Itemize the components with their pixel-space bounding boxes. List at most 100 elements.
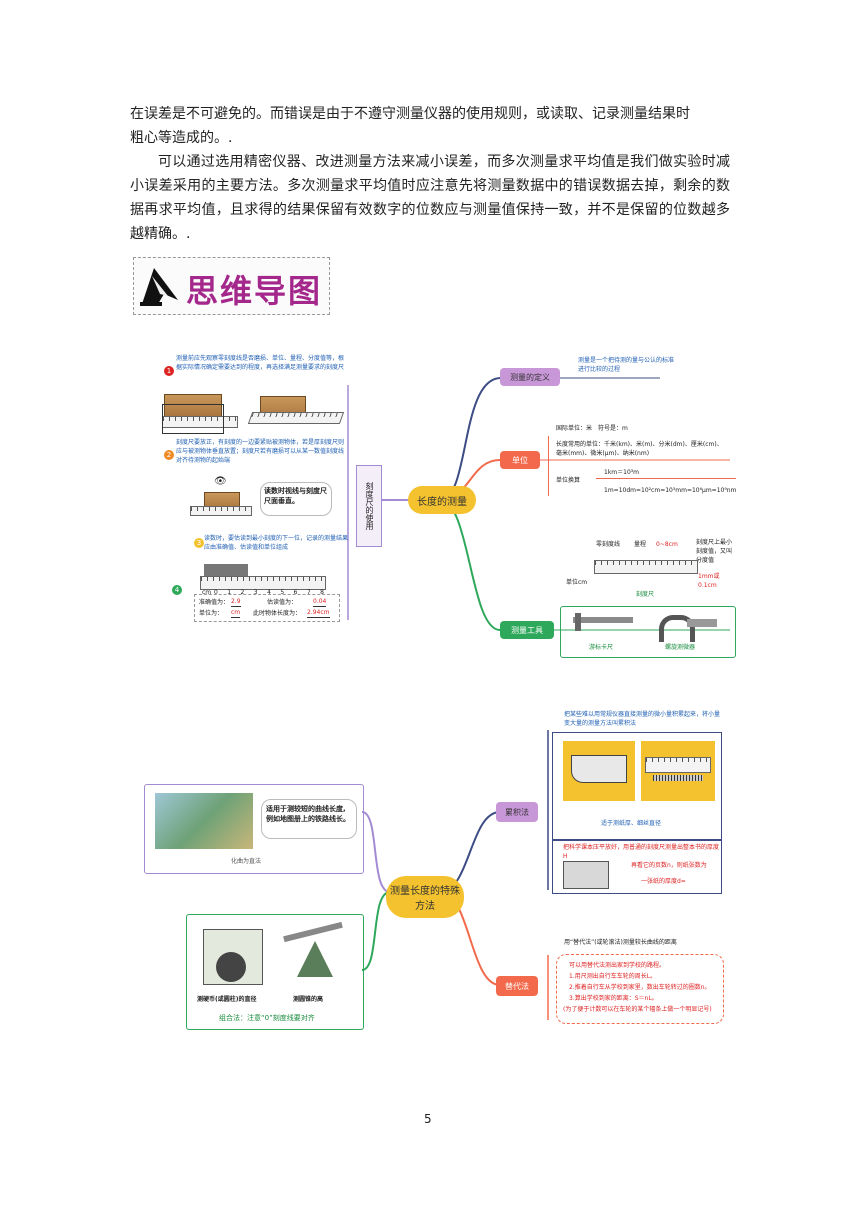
accurate-label: 准确值为：	[199, 599, 230, 606]
step-3-text: 读数时，要估读到最小刻度的下一位，记录的测量结果应由准确值、估读值和单位组成	[204, 535, 349, 551]
wire-spool	[571, 755, 627, 783]
cone-image	[283, 921, 347, 983]
unit-label: 单位为：	[199, 610, 224, 617]
caliper-image	[573, 617, 633, 623]
node-definition: 测量的定义	[500, 368, 560, 386]
map-image	[155, 793, 253, 849]
substitution-line-4: (为了便于计数可以在车轮的某个辐条上做一个明显记号)	[563, 1006, 712, 1013]
ruler-caption: 刻度尺	[636, 591, 655, 598]
tool-images-box: 游标卡尺 螺旋测微器	[560, 606, 736, 658]
unit-si-text: 国际单位：米 符号是：m	[556, 425, 628, 432]
definition-text: 测量是一个把待测的量与公认的标准进行比较的过程	[578, 357, 675, 373]
coil-ruler	[645, 757, 711, 773]
division-label: 刻度尺上最小刻度值，又叫分度值	[696, 539, 733, 564]
accumulation-panel: 适于测纸厚、细丝直径	[552, 732, 722, 840]
diagram-ruler	[594, 560, 698, 574]
micrometer-caption: 螺旋测微器	[665, 644, 696, 651]
ruler-use-panel: 1 测量前应先观察零刻度线是否磨损、单位、量程、分度值等，根据实际情况确定需要达…	[160, 352, 350, 622]
paragraph-2: 可以通过选用精密仪器、改进测量方法来减小误差，而多次测量求平均值是我们做实验时减…	[130, 154, 730, 242]
step-2-badge: 2	[164, 450, 174, 460]
step-4-badge: 4	[172, 585, 182, 595]
accumulation-text: 把某些难以用常规仪器直接测量的微小量积累起来，将小量变大量的测量方法叫累积法	[564, 711, 721, 727]
unit-divider	[596, 478, 736, 479]
page-number: 5	[424, 1112, 432, 1126]
step-1-text: 测量前应先观察零刻度线是否磨损、单位、量程、分度值等，根据实际情况确定需要达到的…	[176, 355, 345, 371]
eye-callout: 读数时视线与刻度尺尺面垂直。	[260, 482, 332, 516]
unit-convert-label: 单位换算	[556, 477, 581, 484]
unit-value: cm	[231, 609, 241, 618]
unit-bracket	[548, 436, 549, 496]
curve-method-panel: 适用于测较短的曲线长度,例如地图册上的铁路线长。 化曲为直法	[144, 784, 364, 874]
accumulation-panel-2: 把科学课本压平放好，用普通的刻度尺测量出整本书的厚度H 再看它的页数n，则纸张数…	[552, 840, 722, 894]
cone-shape	[297, 941, 333, 977]
length-value: 2.94cm	[307, 609, 330, 618]
substitution-line-1: 1.用尺测出自行车车轮的周长L。	[569, 973, 657, 980]
eye-icon: 👁	[214, 476, 227, 487]
measured-object	[204, 564, 248, 576]
combination-caption: 组合法：注意“0”刻度线要对齐	[219, 1014, 315, 1022]
reading-ruler	[200, 576, 326, 590]
book-image	[563, 861, 609, 889]
ruler-number: 3	[253, 589, 258, 596]
pointer-hand-icon	[140, 268, 178, 306]
substitution-line-3: 3.算出学校到家的距离：S＝nL。	[569, 995, 658, 1002]
unit-cm-label: 单位cm	[566, 579, 588, 586]
combination-method-panel: 测硬币(或圆柱)的直径 测圆锥的高 组合法：注意“0”刻度线要对齐	[186, 914, 364, 1030]
accurate-value: 2.9	[231, 598, 241, 607]
coin-circle	[216, 952, 246, 982]
accumulation-text-2: 把科学课本压平放好，用普通的刻度尺测量出整本书的厚度H	[563, 844, 720, 860]
caliper-jaw	[575, 613, 581, 631]
step-2-text: 刻度尺要放正，有刻度的一边要紧贴被测物体，若是厚刻度尺则应与被测物体垂直放置；刻…	[176, 439, 345, 464]
reading-result-box: 准确值为： 2.9 估读值为： 0.04 单位为： cm 此时物体长度为： 2.…	[194, 594, 340, 622]
cone-ruler	[283, 921, 343, 943]
estimate-value: 0.04	[313, 598, 327, 607]
unit-convert-1: 1km＝10³m	[604, 469, 640, 476]
micrometer-barrel	[687, 619, 717, 627]
reading-ruler-unit: cm	[202, 589, 212, 596]
substitution-title: 用“替代法”(或轮滚法)测量较长曲线的距离	[564, 939, 677, 946]
accumulation-caption: 适于测纸厚、细丝直径	[601, 820, 662, 827]
substitution-box: 可以用替代法测出家到学校的路程。 1.用尺测出自行车车轮的周长L。 2.推着自行…	[556, 954, 724, 1024]
ruler-use-label: 刻度尺的使用	[356, 465, 382, 547]
reading-ruler-numbers: 0 1 2 3 4 5 6 7 8	[214, 588, 324, 597]
paragraph-1-line-1: 在误差是不可避免的。而错误是由于不遵守测量仪器的使用规则，或读取、记录测量结果时	[130, 106, 690, 122]
accumulation-text-4: 一张纸的厚度d=	[641, 878, 686, 885]
ruler-number: 7	[306, 589, 311, 596]
ruler-image-1	[162, 416, 238, 428]
estimate-label: 估读值为：	[267, 599, 298, 606]
substitution-line-0: 可以用替代法测出家到学校的路程。	[569, 962, 666, 969]
zero-line-label: 零刻度线	[596, 541, 621, 548]
coil-wire	[653, 775, 703, 781]
ruler-number: 8	[320, 589, 324, 596]
caliper-caption: 游标卡尺	[589, 644, 614, 651]
micrometer-image	[659, 615, 695, 642]
curve-callout: 适用于测较短的曲线长度,例如地图册上的铁路线长。	[261, 799, 357, 839]
node-unit: 单位	[500, 451, 540, 469]
length-label: 此时物体长度为：	[253, 610, 302, 617]
paragraph-1-line-2: 粗心等造成的。.	[130, 130, 233, 146]
coin-caption: 测硬币(或圆柱)的直径	[197, 996, 257, 1003]
cone-caption: 测圆锥的高	[293, 996, 324, 1003]
banner-title: 思维导图	[186, 272, 323, 310]
node-accumulation: 累积法	[496, 802, 538, 822]
ruler-number: 6	[293, 589, 298, 596]
ruler-number: 1	[227, 589, 232, 596]
range-label: 量程	[634, 541, 647, 548]
node-substitution: 替代法	[496, 976, 538, 996]
accumulation-image-1	[563, 741, 635, 801]
ruler-highlight-box	[162, 404, 224, 434]
unit-common-text: 长度常用的单位：千米(km)、米(m)、分米(dm)、厘米(cm)、毫米(mm)…	[556, 441, 723, 457]
node-tools: 测量工具	[500, 621, 554, 639]
division-value: 1mm或0.1cm	[698, 573, 720, 589]
range-value: 0~8cm	[656, 541, 678, 548]
step-3-badge: 3	[194, 538, 204, 548]
accumulation-image-2	[641, 741, 715, 801]
unit-convert-2: 1m=10dm=10²cm=10³mm=10⁶μm=10⁹nm	[604, 487, 737, 494]
step-1-badge: 1	[164, 366, 174, 376]
ruler-number: 5	[280, 589, 285, 596]
mind-map-banner: 思维导图	[133, 257, 330, 315]
accumulation-text-3: 再看它的页数n，则纸张数为	[631, 862, 707, 869]
ruler-number: 0	[214, 589, 218, 596]
coin-image	[203, 929, 263, 985]
ruler-number: 2	[240, 589, 245, 596]
